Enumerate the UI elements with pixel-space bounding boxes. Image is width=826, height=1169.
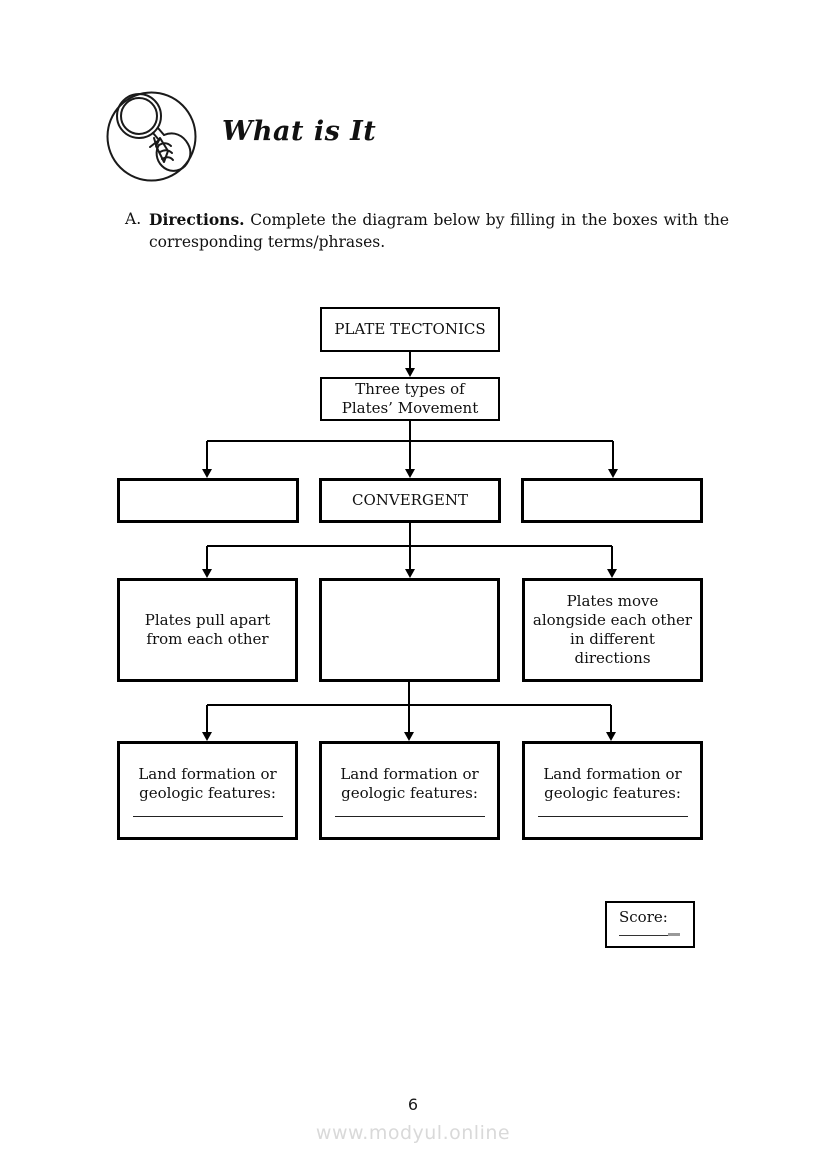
box-plate-tectonics: PLATE TECTONICS [320, 307, 500, 352]
box-description-divergent: Plates pull apart from each other [117, 578, 298, 682]
score-box: Score: [605, 901, 695, 948]
features-2-blank-line[interactable] [334, 815, 485, 817]
box-description-divergent-label: Plates pull apart from each other [144, 611, 271, 648]
score-label: Score: [619, 908, 668, 926]
connector-arrowheads [202, 368, 618, 741]
box-plate-tectonics-label: PLATE TECTONICS [334, 320, 486, 338]
page-title: What is It [222, 116, 377, 147]
directions-label: Directions. [149, 210, 245, 229]
directions-paragraph: Directions. Complete the diagram below b… [149, 209, 729, 253]
box-features-1-label: Land formation or geologic features: [138, 764, 277, 802]
score-blank-line[interactable] [619, 933, 680, 936]
box-three-types-label: Three types of Plates’ Movement [341, 380, 479, 417]
box-description-transform: Plates move alongside each other in diff… [522, 578, 703, 682]
watermark-text: www.modyul.online [315, 1122, 511, 1144]
directions-item-letter: A. [125, 210, 142, 228]
answer-box-description-2[interactable] [319, 578, 500, 682]
answer-box-type-1[interactable] [117, 478, 299, 523]
box-type-convergent-label: CONVERGENT [351, 491, 469, 509]
box-three-types: Three types of Plates’ Movement [320, 377, 500, 421]
box-features-2: Land formation or geologic features: [319, 741, 500, 840]
directions-block: A. Directions. Complete the diagram belo… [125, 209, 729, 253]
answer-box-type-3[interactable] [521, 478, 703, 523]
box-features-2-label: Land formation or geologic features: [340, 764, 479, 802]
features-3-blank-line[interactable] [537, 815, 688, 817]
box-features-1: Land formation or geologic features: [117, 741, 298, 840]
box-features-3-label: Land formation or geologic features: [543, 764, 682, 802]
box-type-convergent: CONVERGENT [319, 478, 501, 523]
features-1-blank-line[interactable] [132, 815, 283, 817]
directions-text: Complete the diagram below by filling in… [149, 211, 729, 251]
box-features-3: Land formation or geologic features: [522, 741, 703, 840]
box-description-transform-label: Plates move alongside each other in diff… [532, 592, 693, 667]
page-number: 6 [407, 1095, 419, 1114]
magnifier-icon [106, 91, 197, 182]
